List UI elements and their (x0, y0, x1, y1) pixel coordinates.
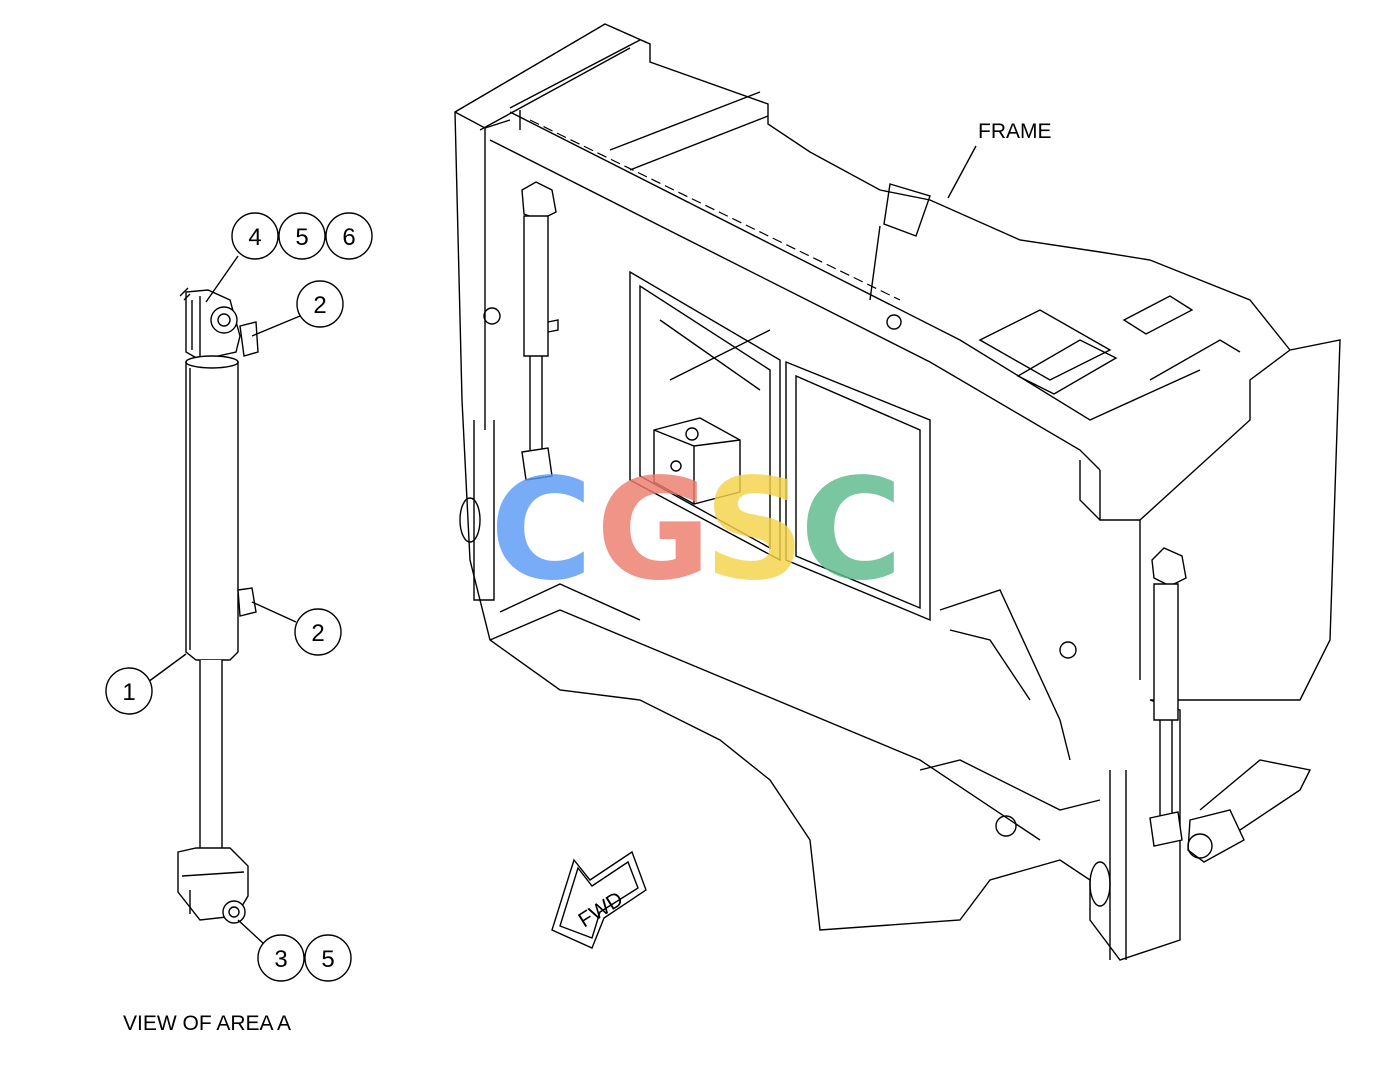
frame-label: FRAME (947, 120, 1052, 199)
watermark-letter-c2: C (800, 449, 903, 612)
svg-text:6: 6 (342, 224, 355, 251)
callout-2-top: 2 (296, 280, 344, 328)
fwd-arrow-icon: FWD (551, 850, 647, 949)
callout-4: 4 (231, 212, 279, 260)
svg-text:4: 4 (248, 224, 261, 251)
svg-text:1: 1 (122, 679, 135, 706)
watermark: C G S C (490, 449, 903, 612)
frame-illustration (454, 23, 1341, 961)
svg-text:2: 2 (313, 292, 326, 319)
frame-strut-right (1149, 547, 1245, 863)
callout-5-bottom: 5 (304, 934, 352, 982)
watermark-letter-c1: C (490, 449, 593, 612)
callout-1: 1 (105, 667, 153, 715)
callout-3: 3 (257, 934, 305, 982)
callout-2-bottom: 2 (294, 608, 342, 656)
watermark-letter-s: S (704, 449, 805, 612)
svg-text:3: 3 (274, 946, 287, 973)
svg-text:5: 5 (295, 224, 308, 251)
frame-strut-left (521, 181, 559, 481)
callout-5-top: 5 (278, 212, 326, 260)
watermark-letter-g: G (596, 449, 711, 612)
gas-strut-detail (177, 287, 259, 924)
callout-6: 6 (325, 212, 373, 260)
leader-lines (147, 255, 301, 945)
svg-text:2: 2 (311, 620, 324, 647)
svg-text:5: 5 (321, 946, 334, 973)
svg-text:FRAME: FRAME (978, 120, 1052, 143)
view-title: VIEW OF AREA A (123, 1012, 291, 1035)
